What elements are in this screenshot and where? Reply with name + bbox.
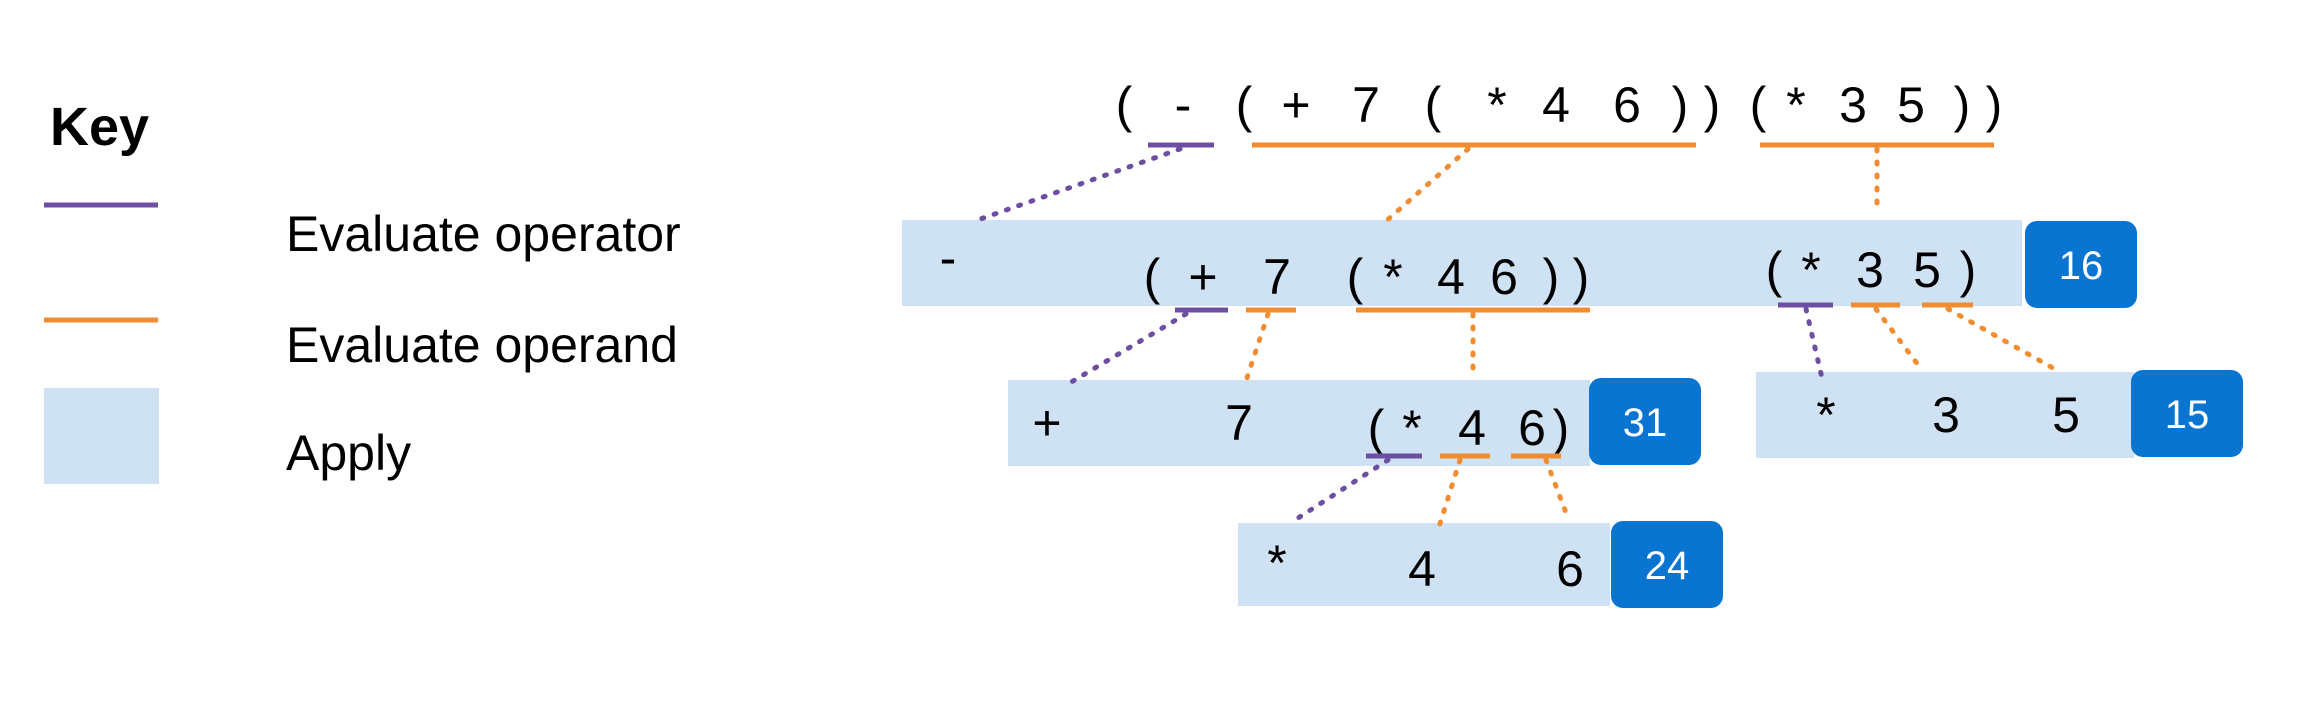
token: ) [1543, 249, 1560, 305]
token: ) [1672, 77, 1689, 133]
token: ( [1347, 249, 1364, 305]
connector-operand1-level2 [1435, 457, 1463, 533]
level1-left-operand: ( + 7 ( * 4 6 ) ) [1144, 249, 1590, 305]
apply-box-level3 [1238, 523, 1610, 606]
token: 4 [1542, 77, 1570, 133]
legend-title: Key [50, 97, 149, 157]
top-expression: ( - ( + 7 ( * 4 6 ) ) ( * 3 5 ) ) [1116, 77, 2003, 133]
token: ( [1116, 77, 1133, 133]
result-value-31: 31 [1623, 401, 1668, 445]
token: ( [1236, 77, 1253, 133]
connector-operand1-level1-left [1242, 311, 1271, 387]
token: + [1188, 249, 1217, 305]
token: ( [1750, 77, 1767, 133]
token: - [1175, 77, 1192, 133]
apply-box-level2-left [1008, 380, 1590, 466]
token: ) [1704, 77, 1721, 133]
token: * [1383, 249, 1402, 305]
result-box-16 [2025, 221, 2137, 308]
connector-operand2-level1-right [1945, 306, 2063, 375]
level2-right-operator: * [1816, 387, 1835, 443]
token: ) [1954, 77, 1971, 133]
token: 3 [1856, 242, 1884, 298]
token: 7 [1263, 249, 1291, 305]
token: 4 [1458, 400, 1486, 456]
token: 5 [1913, 242, 1941, 298]
token: ( [1766, 242, 1783, 298]
level2-right-operand2: 5 [2052, 387, 2080, 443]
legend-apply-swatch [44, 388, 159, 484]
token: * [1487, 77, 1506, 133]
connector-operand2-level2 [1543, 457, 1571, 521]
token: ) [1986, 77, 2003, 133]
level2-left-operand2: ( * 4 6 ) [1368, 400, 1570, 456]
result-box-24 [1611, 521, 1723, 608]
level2-left-operand1: 7 [1225, 395, 1253, 451]
result-value-24: 24 [1645, 544, 1690, 588]
level1-operator: - [940, 230, 957, 286]
connector-operator-level1-left [1065, 311, 1189, 387]
connector-operator-top [969, 146, 1183, 225]
token: * [1786, 77, 1805, 133]
result-box-15 [2131, 370, 2243, 457]
legend-apply-label: Apply [286, 425, 411, 481]
level1-right-operand: ( * 3 5 ) [1766, 242, 1977, 298]
token: 5 [1897, 77, 1925, 133]
connector-operand-top-left [1382, 146, 1471, 225]
apply-box-level1 [902, 220, 2022, 306]
result-value-15: 15 [2165, 393, 2210, 437]
legend-operand-label: Evaluate operand [286, 317, 678, 373]
token: ) [1573, 249, 1590, 305]
token: 6 [1490, 249, 1518, 305]
legend: Key Evaluate operator Evaluate operand A… [44, 97, 681, 484]
token: 6 [1518, 400, 1546, 456]
token: ( [1425, 77, 1442, 133]
result-31: 31 [1589, 378, 1701, 465]
token: * [1402, 400, 1421, 456]
level2-right-operand1: 3 [1932, 387, 1960, 443]
level2-left-operator: + [1032, 395, 1061, 451]
legend-operator-label: Evaluate operator [286, 206, 681, 262]
level3-operand2: 6 [1556, 541, 1584, 597]
apply-box-level2-right [1756, 372, 2134, 458]
token: 3 [1839, 77, 1867, 133]
result-15: 15 [2131, 370, 2243, 457]
level3-operator: * [1267, 535, 1286, 591]
result-24: 24 [1611, 521, 1723, 608]
token: ( [1368, 400, 1385, 456]
token: 6 [1613, 77, 1641, 133]
level3-operand1: 4 [1408, 541, 1436, 597]
token: ) [1553, 400, 1570, 456]
token: 4 [1437, 249, 1465, 305]
token: + [1281, 77, 1310, 133]
token: ( [1144, 249, 1161, 305]
connector-operator-level1-right [1803, 306, 1825, 381]
result-value-16: 16 [2059, 244, 2104, 288]
result-box-31 [1589, 378, 1701, 465]
token: 7 [1352, 77, 1380, 133]
token: * [1801, 242, 1820, 298]
token: ) [1960, 242, 1977, 298]
connector-operand1-level1-right [1873, 306, 1925, 373]
result-16: 16 [2025, 221, 2137, 308]
connector-operator-level2 [1292, 457, 1391, 523]
